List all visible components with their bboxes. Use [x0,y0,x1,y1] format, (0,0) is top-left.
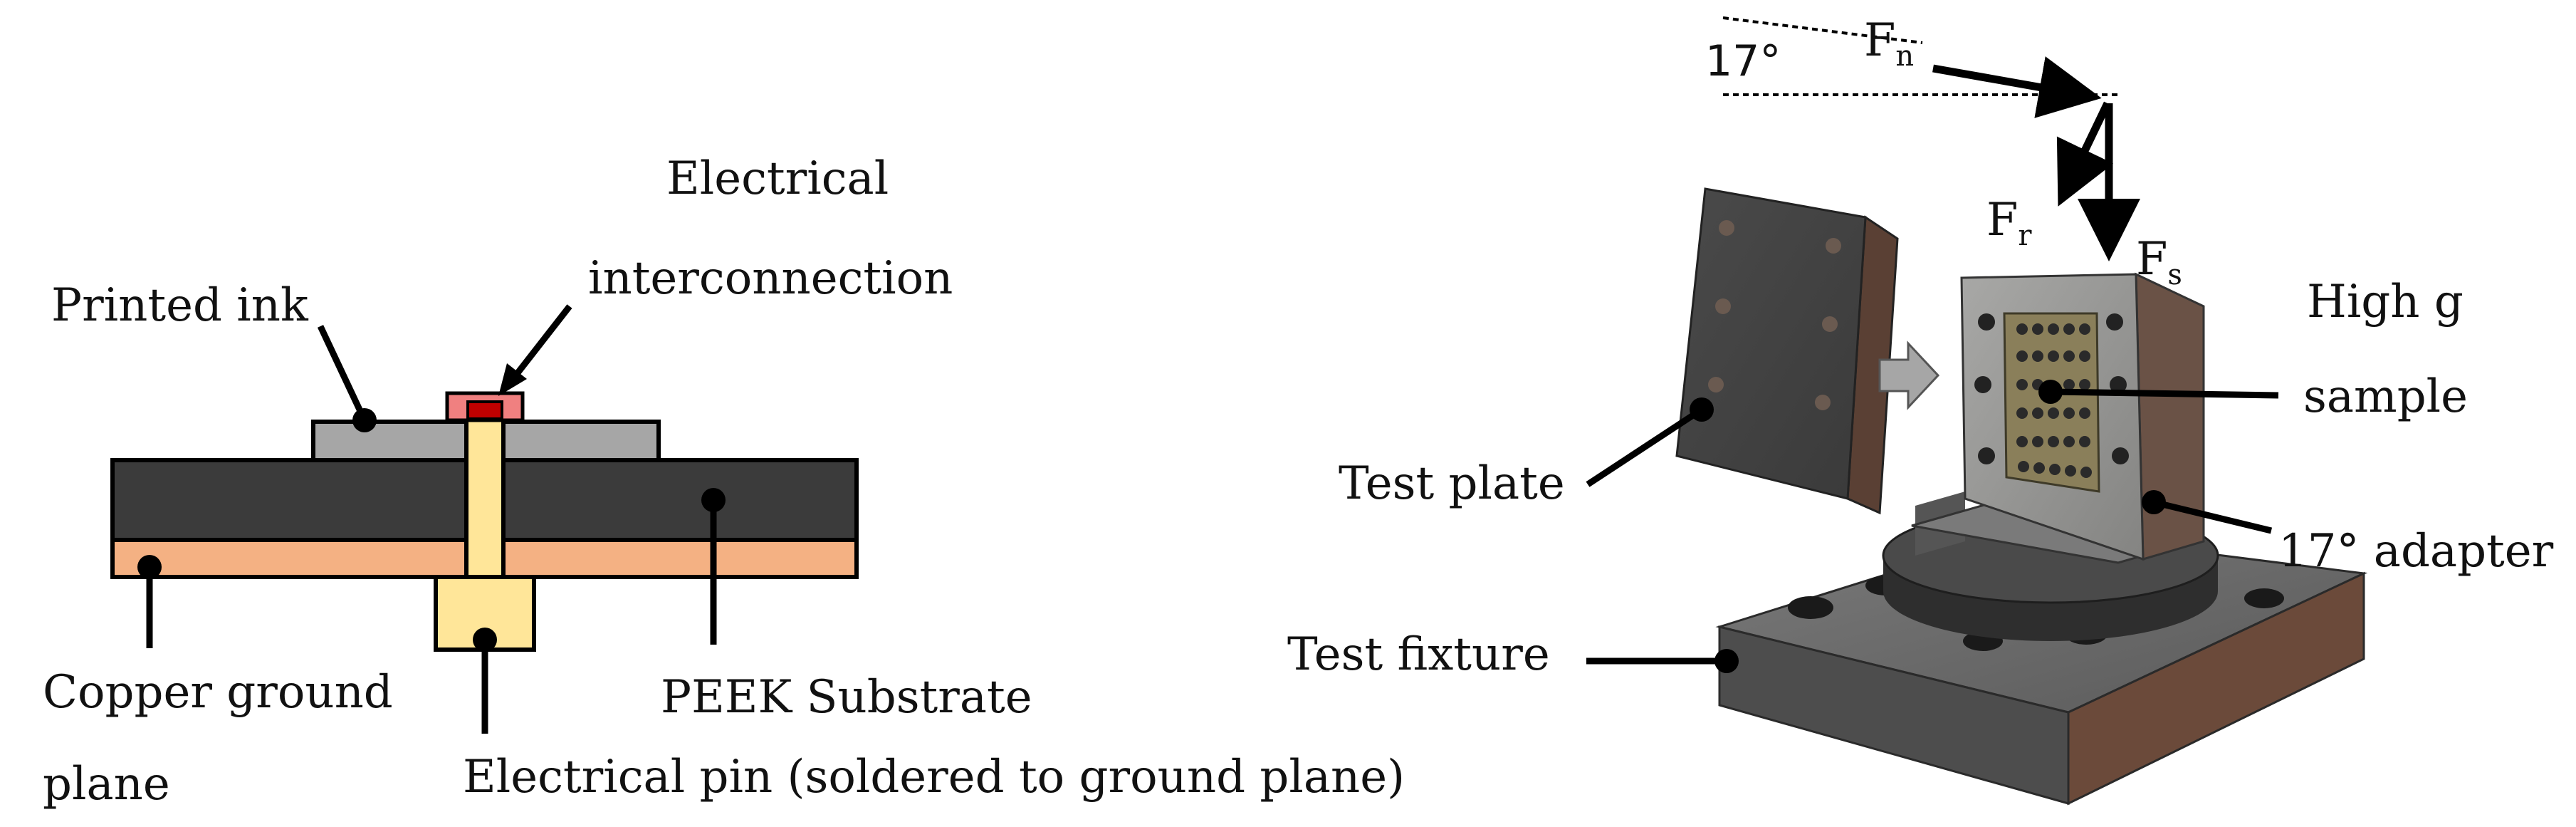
reference-dashed-upper [1722,16,1923,44]
leader-test-plate [1586,407,1704,487]
label-high-g-line2: sample [2303,370,2468,423]
sample-contact [2063,407,2075,419]
fixture-hole [2244,588,2284,608]
leader-printed-ink [317,325,368,422]
sample-contact [2018,461,2029,472]
label-pin: Electrical pin (soldered to ground plane… [463,751,1405,803]
force-diagram: 17° Fn Fr Fs [1705,14,2182,291]
label-fr: Fr [1986,194,2032,252]
label-adapter: 17° adapter [2278,525,2554,578]
adapter-side-face [2135,272,2205,561]
plate-face [1675,187,1867,500]
sample-contact [2063,379,2075,390]
leader-high-g [2050,388,2279,399]
sample-contact [2079,407,2090,419]
label-fn: Fn [1864,14,1914,73]
interconnection-inner [466,400,503,420]
sample-contact [2016,407,2028,419]
dot-high-g [2038,380,2063,404]
test-plate [1675,187,1899,515]
electrical-pin-shaft [464,415,506,579]
sample-contact [2079,350,2090,362]
sample-contact [2049,464,2061,475]
plate-hole [1708,377,1724,392]
adapter-17deg [1911,272,2205,564]
sample-contact [2065,465,2076,477]
sample-contact [2063,323,2075,335]
label-fixture: Test fixture [1287,628,1550,681]
sample-contact [2016,436,2028,447]
dot-test-plate [1690,397,1714,422]
sample-contact [2048,436,2059,447]
sample-contact [2048,323,2059,335]
sample-contact [2032,350,2043,362]
plate-hole [1719,220,1734,236]
adapter-hole [1978,313,1995,331]
sample-contact [2048,350,2059,362]
label-peek: PEEK Substrate [661,671,1032,724]
test-setup-diagram: 17° Fn Fr Fs [1287,14,2554,806]
plate-hole [1815,395,1831,410]
label-angle: 17° [1705,36,1781,86]
label-fs: Fs [2136,233,2182,291]
force-fn-arrow [1932,56,2102,118]
plate-hole [1826,238,1841,254]
arrow-interconnection [498,363,527,396]
label-fr-sub: r [2018,219,2032,252]
adapter-hole [2106,313,2123,331]
label-fr-main: F [1986,194,2018,246]
sample-contacts [2016,323,2092,478]
dot-pin [473,628,497,652]
fixture-hole [1788,596,1833,619]
dot-printed-ink [352,408,377,432]
sample-contact [2079,323,2090,335]
label-fs-sub: s [2167,259,2182,291]
label-fn-main: F [1864,14,1895,67]
label-high-g-line1: High g [2307,276,2464,328]
sample-contact [2079,436,2090,447]
label-printed-ink: Printed ink [51,279,309,332]
label-test-plate: Test plate [1339,457,1565,510]
sample-contact [2016,379,2028,390]
sample-contact [2080,467,2092,478]
adapter-hole [1978,447,1995,464]
sample-contact [2032,407,2043,419]
sample-contact [2016,323,2028,335]
sample-contact [2079,379,2090,390]
label-electrical-line1: Electrical [666,152,889,205]
label-fn-sub: n [1895,40,1914,73]
adapter-hole [1974,376,1991,393]
plate-hole [1822,316,1838,332]
dot-fixture [1714,649,1739,673]
assembly-arrow-icon [1878,340,1940,410]
dot-copper [137,555,162,579]
sample-contact [2032,436,2043,447]
adapter-hole [2110,376,2127,393]
leader-interconnection [511,304,572,380]
force-fr-arrow [2056,101,2114,207]
sample-contact [2032,323,2043,335]
dot-peek [701,488,726,512]
label-copper-line1: Copper ground [43,666,393,719]
label-copper-line2: plane [43,758,170,811]
plate-hole [1715,298,1731,314]
sample-contact [2016,350,2028,362]
leader-adapter [2152,499,2273,534]
sample-contact [2063,350,2075,362]
fixture-right-face [2067,571,2365,806]
adapter-hole [2112,447,2129,464]
sample-contact [2033,462,2045,474]
label-electrical-line2: interconnection [588,252,953,305]
dot-adapter [2142,490,2166,514]
sample-contact [2063,436,2075,447]
sample-contact [2048,407,2059,419]
cross-section-diagram: Electrical interconnection Printed ink C… [43,152,1405,811]
